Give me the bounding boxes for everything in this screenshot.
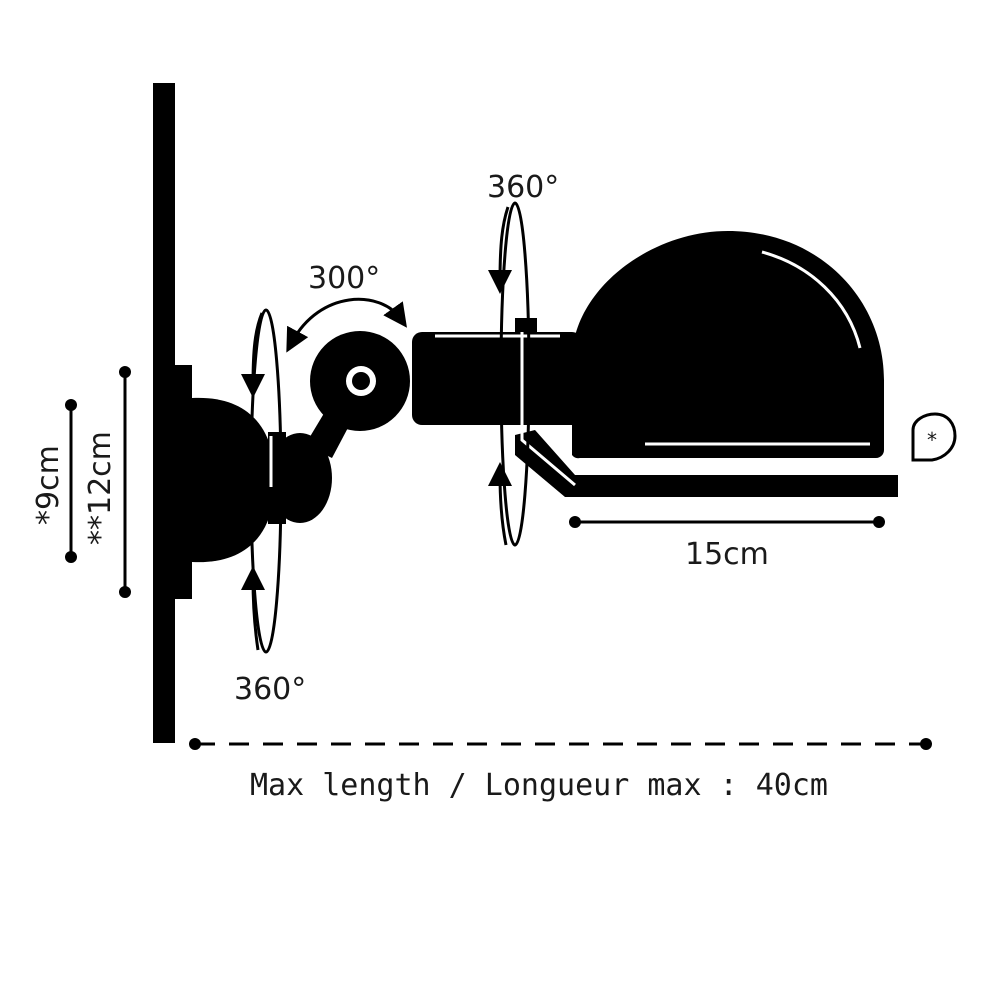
label-rotation-bottom: 360° (234, 672, 306, 707)
label-max-length: Max length / Longueur max : 40cm (250, 768, 828, 803)
shade-collar (515, 318, 537, 332)
dimension-shade (569, 516, 885, 528)
label-shade-length: 15cm (685, 537, 769, 572)
label-base-large: **12cm (83, 431, 118, 545)
shade-bracket (515, 430, 898, 497)
label-base-small: *9cm (31, 445, 66, 525)
label-rotation-top: 360° (487, 170, 559, 205)
wall (153, 83, 175, 743)
rotation-arc-elbow (286, 297, 407, 353)
swivel-knuckle (268, 433, 332, 523)
rotation-ring-bottom (249, 308, 283, 654)
bracket-highlight (520, 320, 576, 487)
shade-highlight (761, 250, 862, 349)
elbow-bolt-core (352, 372, 370, 390)
rotation-arrow-bottom-upper (241, 312, 266, 398)
shade-arm (412, 332, 582, 425)
lamp-shade (572, 231, 884, 459)
bulb-icon: * (911, 412, 957, 462)
rotation-arrow-bottom-lower (241, 566, 266, 651)
svg-text:*: * (927, 428, 937, 452)
dimension-base-large (119, 366, 131, 598)
dimension-max-length (189, 738, 932, 750)
rotation-arrow-top-upper (488, 206, 513, 294)
base-dome-body (192, 397, 275, 563)
dimension-base-small (65, 399, 77, 563)
rotation-arrow-top-lower (488, 462, 513, 546)
rotation-ring-top (499, 201, 531, 547)
wall-plate (175, 365, 192, 599)
label-rotation-joint: 300° (308, 261, 380, 296)
